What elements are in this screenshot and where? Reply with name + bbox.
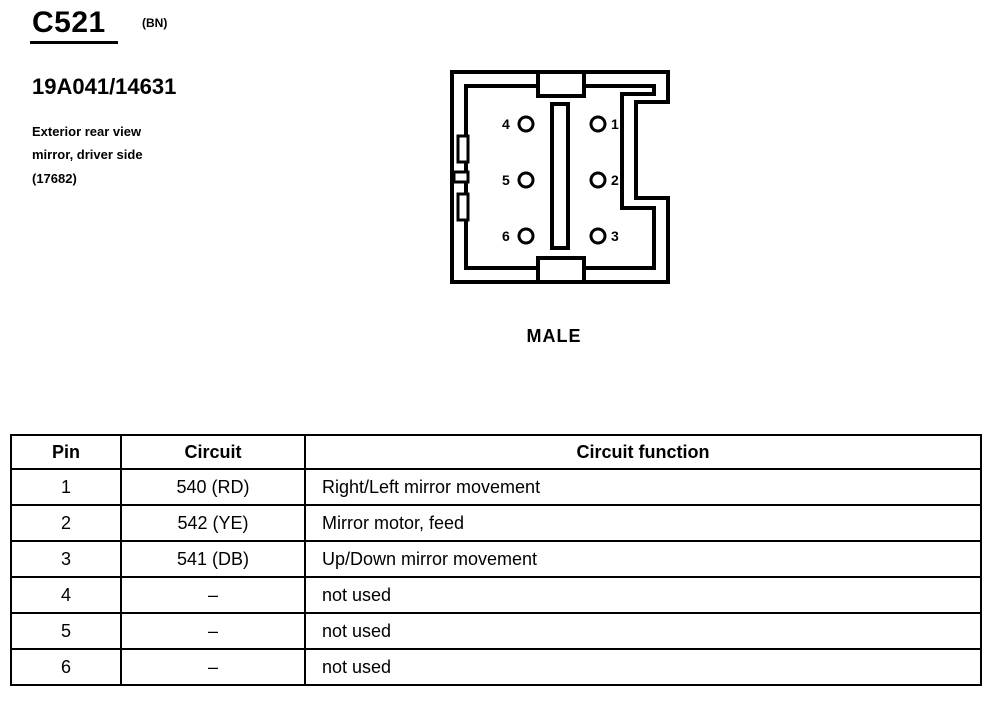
connector-view-label: MALE (526, 326, 582, 346)
pin-label-3: 3 (611, 228, 619, 244)
description-line-2: mirror, driver side (32, 147, 143, 162)
connector-side-tab-mid (452, 170, 470, 184)
connector-latch-bottom (536, 256, 586, 284)
table-row: 4 – not used (10, 576, 982, 614)
cell-circuit-function: not used (304, 648, 982, 686)
pin-label-4: 4 (502, 116, 510, 132)
cell-circuit: 542 (YE) (120, 504, 306, 542)
pin-table-header-row: Pin Circuit Circuit function (10, 434, 982, 470)
cell-pin: 4 (10, 576, 122, 614)
cell-pin: 5 (10, 612, 122, 650)
connector-center-divider (550, 102, 570, 250)
cell-circuit-function: not used (304, 576, 982, 614)
pin-4-socket (517, 115, 535, 133)
pin-6-socket (517, 227, 535, 245)
connector-id: C521 (32, 6, 106, 39)
cell-circuit: – (120, 612, 306, 650)
connector-housing-outer (450, 70, 670, 284)
connector-latch-top (536, 70, 586, 98)
description-line-3: (17682) (32, 171, 77, 186)
pin-label-6: 6 (502, 228, 510, 244)
connector-color-code: (BN) (142, 16, 168, 30)
cell-pin: 3 (10, 540, 122, 578)
pin-label-5: 5 (502, 172, 510, 188)
table-row: 6 – not used (10, 648, 982, 686)
connector-side-tab-bottom (456, 192, 470, 222)
pin-1-socket (589, 115, 607, 133)
pin-label-2: 2 (611, 172, 619, 188)
cell-pin: 6 (10, 648, 122, 686)
cell-circuit-function: Mirror motor, feed (304, 504, 982, 542)
pin-table: Pin Circuit Circuit function 1 540 (RD) … (10, 434, 982, 686)
connector-housing-inner (464, 84, 656, 270)
header-circuit: Circuit (120, 434, 306, 470)
cell-circuit-function: Up/Down mirror movement (304, 540, 982, 578)
pin-3-socket (589, 227, 607, 245)
header-pin: Pin (10, 434, 122, 470)
table-row: 2 542 (YE) Mirror motor, feed (10, 504, 982, 542)
cell-circuit: 541 (DB) (120, 540, 306, 578)
table-row: 1 540 (RD) Right/Left mirror movement (10, 468, 982, 506)
connector-diagram: 4 5 6 1 2 3 (450, 70, 670, 284)
cell-pin: 1 (10, 468, 122, 506)
cell-circuit-function: Right/Left mirror movement (304, 468, 982, 506)
cell-circuit-function: not used (304, 612, 982, 650)
part-number: 19A041/14631 (32, 74, 177, 99)
pin-2-socket (589, 171, 607, 189)
cell-circuit: 540 (RD) (120, 468, 306, 506)
connector-side-tab-top (456, 134, 470, 164)
header-circuit-function: Circuit function (304, 434, 982, 470)
table-row: 5 – not used (10, 612, 982, 650)
connector-id-underline (30, 41, 118, 44)
cell-circuit: – (120, 576, 306, 614)
description-line-1: Exterior rear view (32, 124, 142, 139)
cell-pin: 2 (10, 504, 122, 542)
table-row: 3 541 (DB) Up/Down mirror movement (10, 540, 982, 578)
pin-label-1: 1 (611, 116, 619, 132)
pin-5-socket (517, 171, 535, 189)
cell-circuit: – (120, 648, 306, 686)
